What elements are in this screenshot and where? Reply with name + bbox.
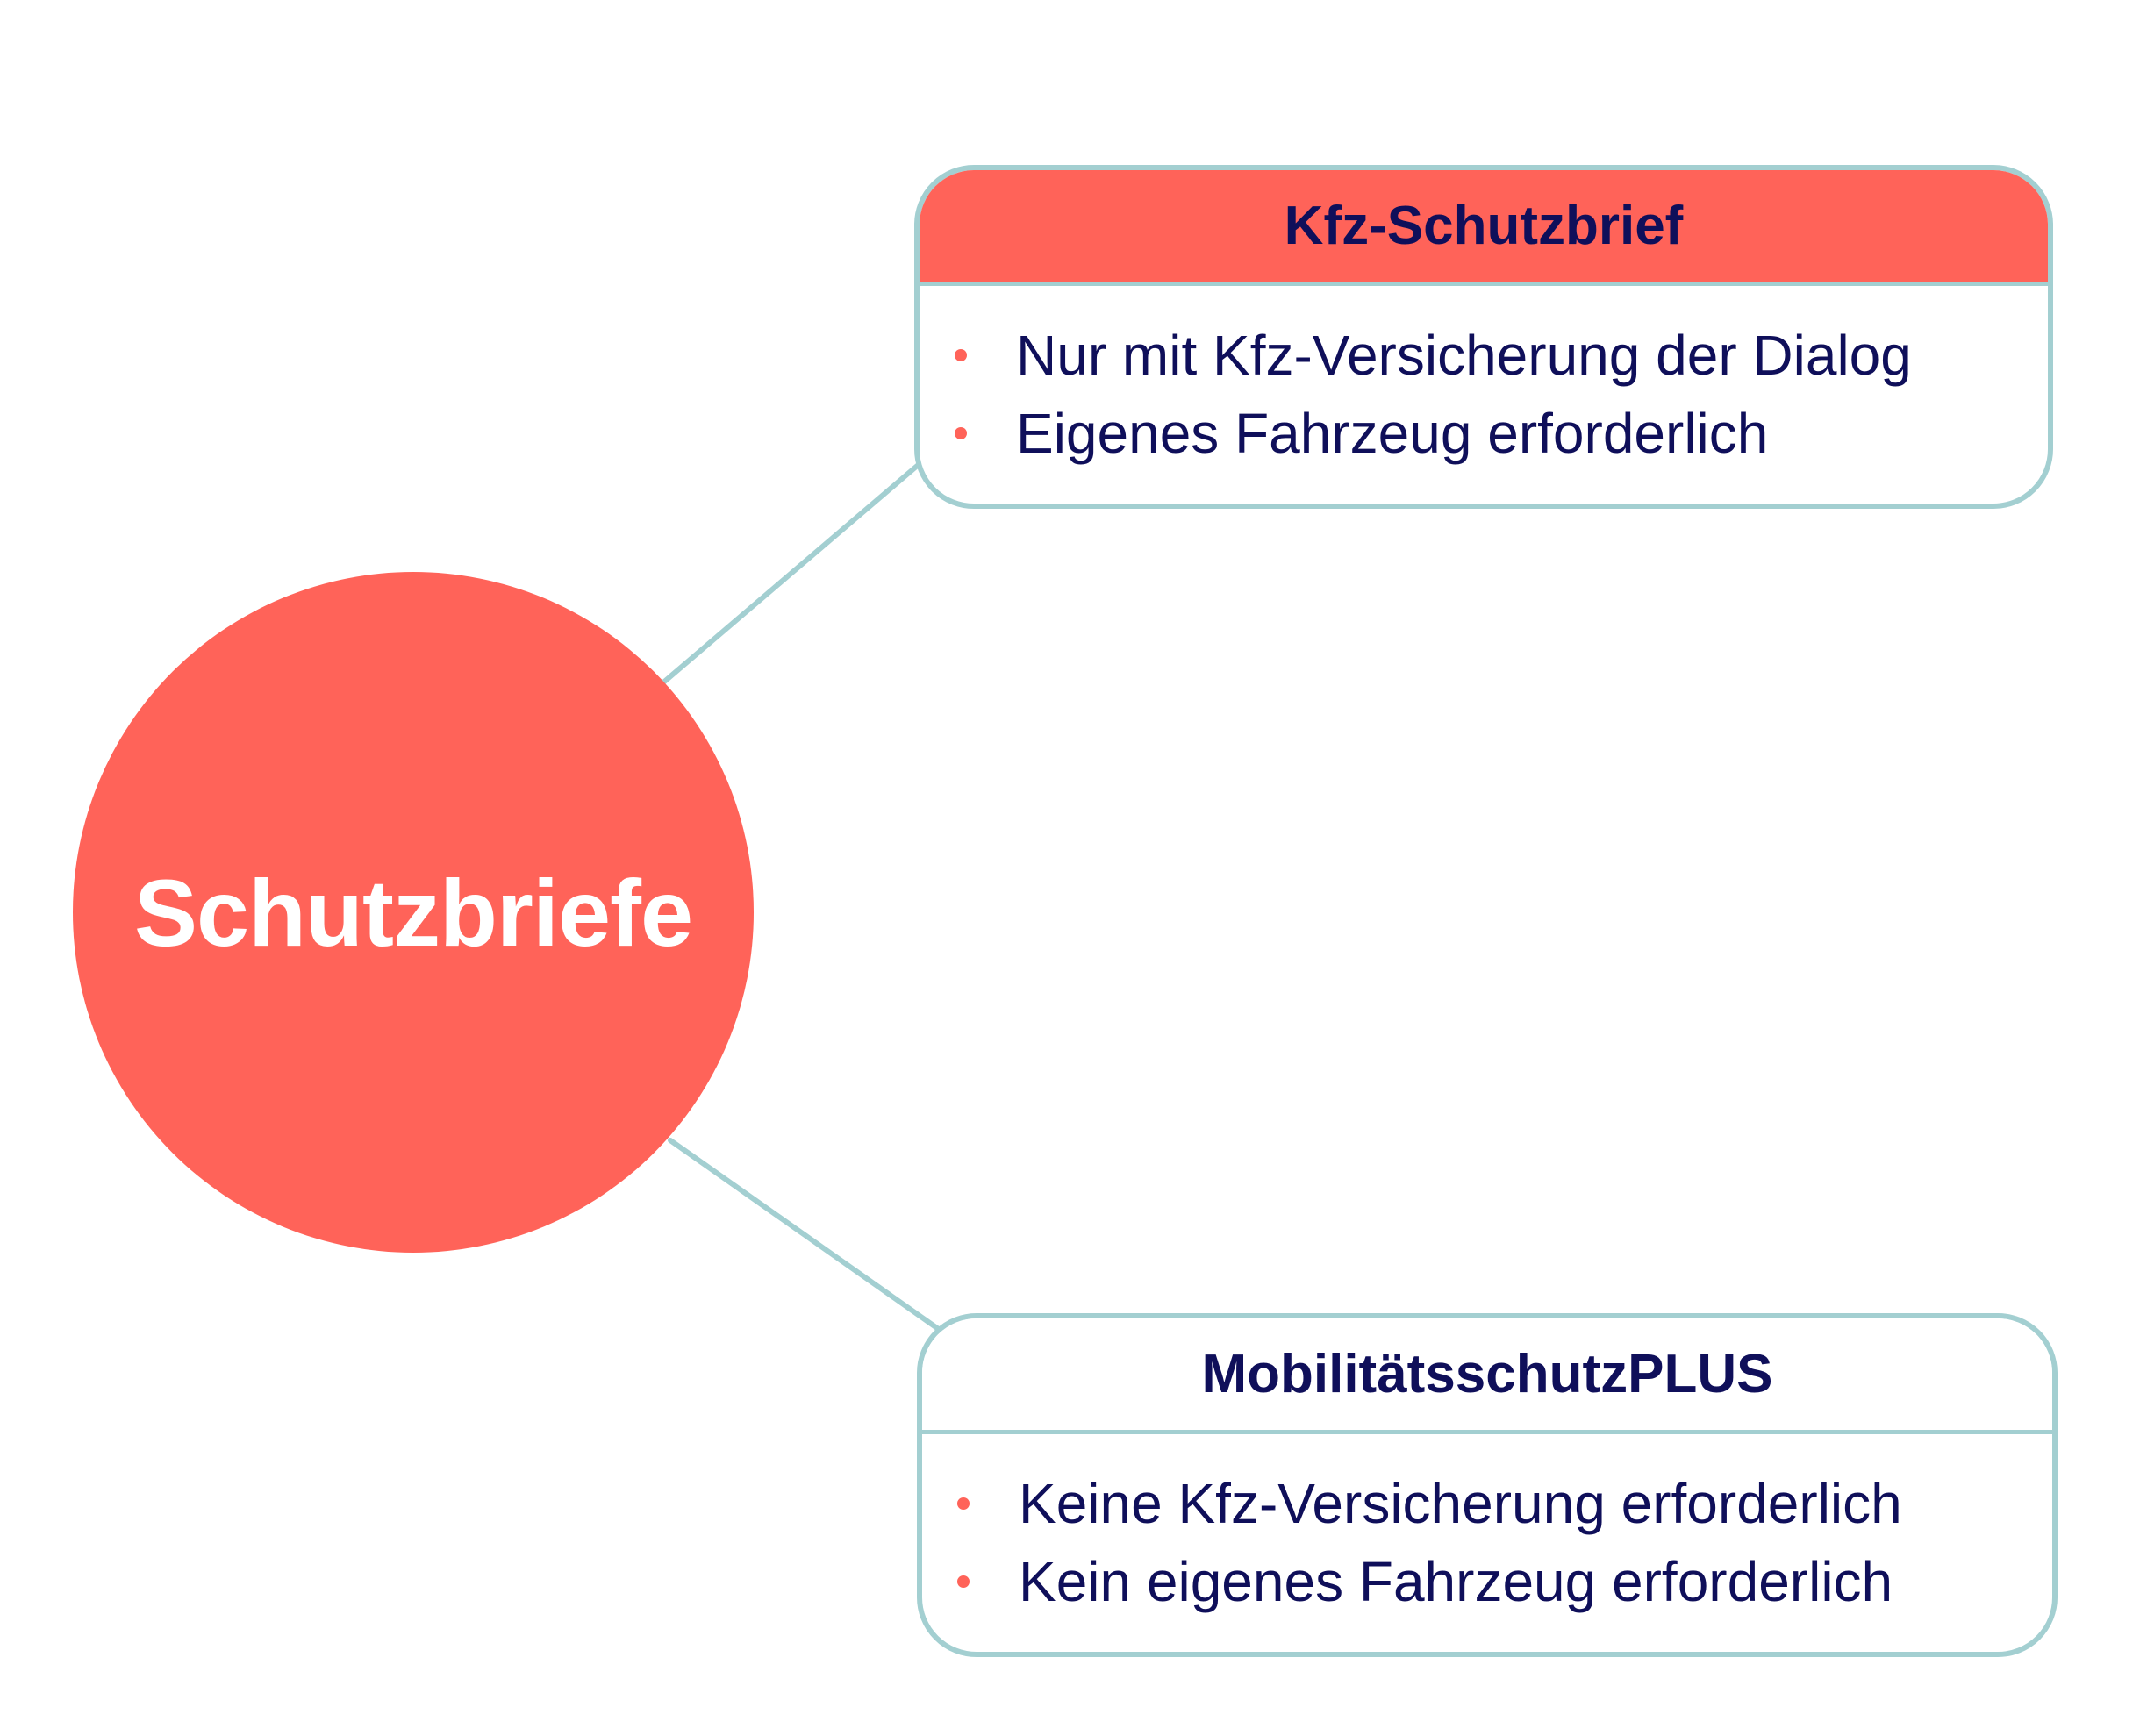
- card-item-list: Nur mit Kfz-Versicherung der Dialog Eige…: [920, 286, 2048, 472]
- list-item-text: Keine Kfz-Versicherung erforderlich: [1019, 1471, 1902, 1535]
- card-kfz-schutzbrief: Kfz-Schutzbrief Nur mit Kfz-Versicherung…: [914, 165, 2053, 509]
- card-title: Kfz-Schutzbrief: [1284, 196, 1684, 256]
- list-item: Kein eigenes Fahrzeug erforderlich: [922, 1542, 2052, 1620]
- hub-label: Schutzbriefe: [133, 859, 693, 966]
- bullet-dot-icon: [957, 1497, 970, 1510]
- list-item: Nur mit Kfz-Versicherung der Dialog: [920, 316, 2048, 394]
- card-title: MobilitätsschutzPLUS: [1201, 1344, 1773, 1404]
- list-item-text: Kein eigenes Fahrzeug erforderlich: [1019, 1549, 1893, 1613]
- list-item-text: Nur mit Kfz-Versicherung der Dialog: [1016, 323, 1912, 387]
- connector-hub-to-kfz-schutzbrief: [661, 460, 924, 685]
- card-header: Kfz-Schutzbrief: [920, 170, 2048, 286]
- connector-hub-to-mobilitaetsschutzplus: [668, 1138, 948, 1337]
- card-mobilitaetsschutzplus: MobilitätsschutzPLUS Keine Kfz-Versicher…: [917, 1313, 2058, 1657]
- list-item: Keine Kfz-Versicherung erforderlich: [922, 1464, 2052, 1542]
- bullet-dot-icon: [955, 348, 967, 361]
- card-header: MobilitätsschutzPLUS: [922, 1318, 2052, 1434]
- bullet-dot-icon: [957, 1575, 970, 1588]
- bullet-dot-icon: [955, 426, 967, 439]
- list-item: Eigenes Fahrzeug erforderlich: [920, 394, 2048, 472]
- hub-circle: Schutzbriefe: [73, 572, 754, 1253]
- list-item-text: Eigenes Fahrzeug erforderlich: [1016, 401, 1769, 465]
- card-item-list: Keine Kfz-Versicherung erforderlich Kein…: [922, 1434, 2052, 1620]
